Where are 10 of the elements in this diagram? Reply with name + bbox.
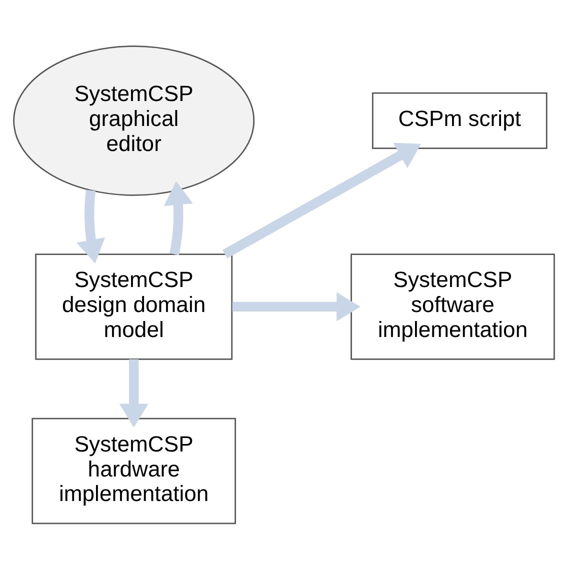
node-box: SystemCSP hardware implementation xyxy=(32,418,236,524)
node-box: SystemCSP software implementation xyxy=(350,254,555,360)
arrow xyxy=(164,181,193,256)
node-ellipse: SystemCSP graphical editor xyxy=(13,46,255,196)
arrow xyxy=(222,142,422,258)
arrow xyxy=(232,292,360,322)
node-box: SystemCSP design domain model xyxy=(35,254,233,360)
arrow xyxy=(119,359,148,428)
node-box: CSPm script xyxy=(372,92,548,150)
arrow xyxy=(76,190,106,264)
